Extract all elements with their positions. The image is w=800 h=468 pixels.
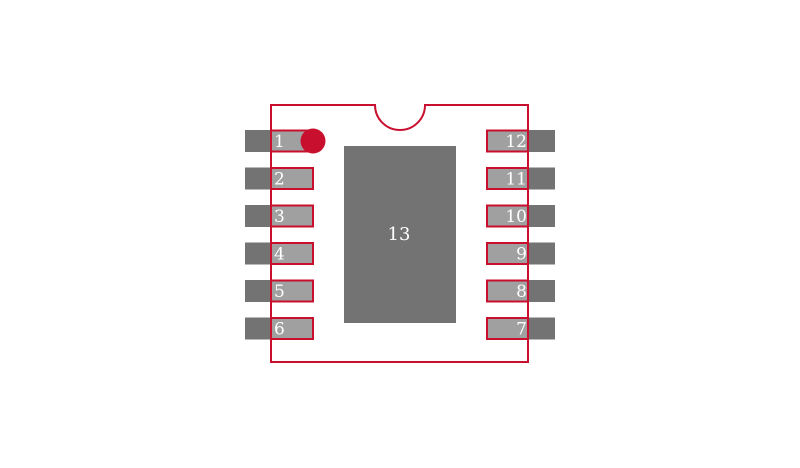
pin-label: 6: [274, 320, 285, 340]
thermal-pad-label: 13: [388, 224, 411, 245]
pin-label: 11: [505, 170, 527, 190]
pin-4: 4: [245, 242, 314, 265]
thermal-pad: [344, 146, 456, 323]
right-pin-row: 12 11 10 9 8 7: [486, 129, 555, 340]
pin-label: 12: [505, 132, 527, 152]
pin-7: 7: [486, 317, 555, 340]
pin-label: 2: [274, 170, 285, 190]
pin-3: 3: [245, 204, 314, 228]
pin-label: 8: [516, 282, 527, 302]
pin-2: 2: [245, 167, 314, 190]
pin-label: 4: [274, 245, 285, 265]
pin-8: 8: [486, 279, 555, 303]
pin-label: 5: [274, 282, 285, 302]
pin-label: 1: [274, 132, 285, 152]
pin-label: 9: [516, 245, 527, 265]
pin-9: 9: [486, 242, 555, 265]
pin-label: 10: [505, 207, 527, 227]
pin-5: 5: [245, 279, 314, 303]
pin-label: 7: [516, 320, 527, 340]
pin-10: 10: [486, 204, 555, 228]
package-outline: [270, 104, 529, 363]
pin-11: 11: [486, 167, 555, 190]
pin-12: 12: [486, 129, 555, 153]
left-pin-row: 1 2 3 4 5 6: [245, 129, 314, 340]
pin-1-marker: [300, 128, 326, 154]
pin-label: 3: [274, 207, 285, 227]
pin-6: 6: [245, 317, 314, 340]
